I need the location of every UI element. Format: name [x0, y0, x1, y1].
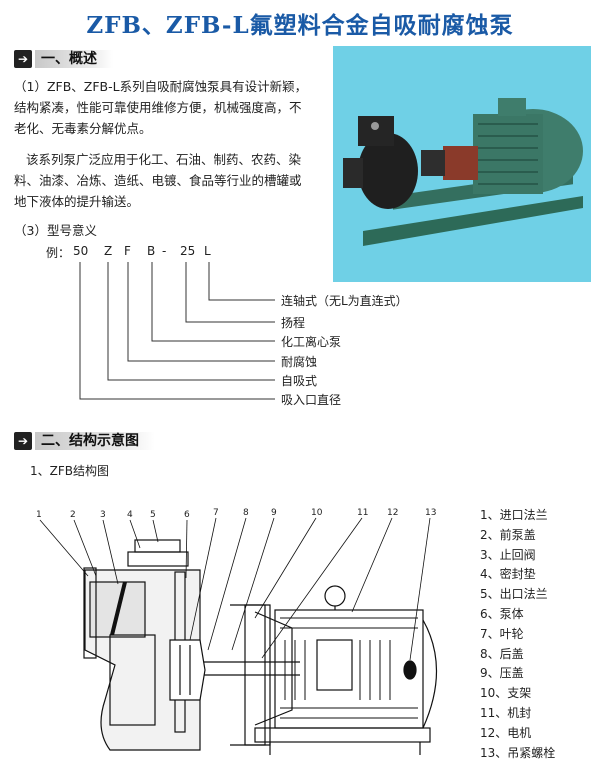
callout-7: 7 — [213, 508, 219, 518]
part-item: 13、吊紧螺栓 — [480, 745, 556, 760]
text-line: 老化、无毒素分解优点。 — [14, 121, 152, 136]
callout-6: 6 — [184, 510, 190, 520]
callout-3: 3 — [100, 510, 106, 520]
text-line: 地下液体的提升输送。 — [14, 194, 140, 209]
model-legend-1: 连轴式（无L为直连式） — [281, 294, 408, 308]
page-title: ZFB、ZFB-L氟塑料合金自吸耐腐蚀泵 — [86, 12, 514, 39]
part-item: 1、进口法兰 — [480, 508, 548, 522]
text-line: 料、油漆、冶炼、造纸、电镀、食品等行业的槽罐或 — [14, 173, 302, 188]
intro-paragraph-2: 该系列泵广泛应用于化工、石油、制药、农药、染 料、油漆、冶炼、造纸、电镀、食品等… — [14, 149, 324, 212]
arrow-circle-icon: ➔ — [14, 50, 32, 68]
section-label: 一、概述 — [35, 50, 113, 68]
part-item: 6、泵体 — [480, 606, 524, 621]
callout-10: 10 — [311, 508, 323, 518]
model-legend-3: 化工离心泵 — [281, 335, 342, 349]
callout-8: 8 — [243, 508, 249, 518]
pump-photo — [333, 46, 591, 282]
model-code-dash: - — [162, 244, 167, 258]
model-code-25: 25 — [180, 244, 196, 258]
part-item: 4、密封垫 — [480, 567, 536, 582]
model-code-b: B — [147, 244, 156, 258]
part-item: 9、压盖 — [480, 666, 524, 681]
part-item: 8、后盖 — [480, 646, 524, 661]
callout-13: 13 — [425, 508, 437, 518]
model-code-l: L — [204, 244, 211, 258]
model-legend-4: 耐腐蚀 — [281, 355, 318, 369]
model-legend-6: 吸入口直径 — [281, 393, 342, 407]
part-item: 7、叶轮 — [480, 626, 524, 641]
pump-structure-diagram — [39, 517, 437, 755]
part-item: 3、止回阀 — [480, 547, 536, 562]
text-line: 该系列泵广泛应用于化工、石油、制药、农药、染 — [26, 152, 302, 167]
model-heading: （3）型号意义 — [14, 223, 97, 238]
part-item: 11、机封 — [480, 705, 532, 720]
part-item: 2、前泵盖 — [480, 527, 536, 542]
model-legend-5: 自吸式 — [281, 374, 318, 388]
arrow-circle-icon: ➔ — [14, 432, 32, 450]
text-line: 结构紧凑，性能可靠使用维修方便，机械强度高，不 — [14, 100, 302, 115]
parts-list: 1、进口法兰 2、前泵盖 3、止回阀 4、密封垫 5、出口法兰 6、泵体 7、叶… — [480, 506, 555, 763]
callout-4: 4 — [127, 510, 133, 520]
callout-1: 1 — [36, 510, 42, 520]
callout-5: 5 — [150, 510, 156, 520]
part-item: 12、电机 — [480, 725, 532, 740]
part-item: 10、支架 — [480, 686, 532, 701]
model-code-f: F — [124, 244, 131, 258]
section-header-overview: ➔ 一、概述 — [14, 49, 113, 69]
model-leader-lines — [79, 262, 275, 400]
diagram-subtitle: 1、ZFB结构图 — [30, 464, 109, 478]
part-item: 5、出口法兰 — [480, 587, 548, 602]
intro-paragraph-1: （1）ZFB、ZFB-L系列自吸耐腐蚀泵具有设计新颖， 结构紧凑，性能可靠使用维… — [14, 76, 324, 139]
section-header-structure: ➔ 二、结构示意图 — [14, 431, 155, 451]
callout-2: 2 — [70, 510, 76, 520]
callout-11: 11 — [357, 508, 369, 518]
model-prefix: 例： — [46, 246, 71, 260]
model-code-50: 50 — [73, 244, 89, 258]
model-legend-2: 扬程 — [281, 316, 306, 330]
callout-12: 12 — [387, 508, 399, 518]
callout-9: 9 — [271, 508, 277, 518]
pump-illustration — [343, 98, 583, 246]
text-line: （1）ZFB、ZFB-L系列自吸耐腐蚀泵具有设计新颖， — [14, 79, 308, 94]
section-label: 二、结构示意图 — [35, 432, 155, 450]
model-code-z: Z — [104, 244, 113, 258]
